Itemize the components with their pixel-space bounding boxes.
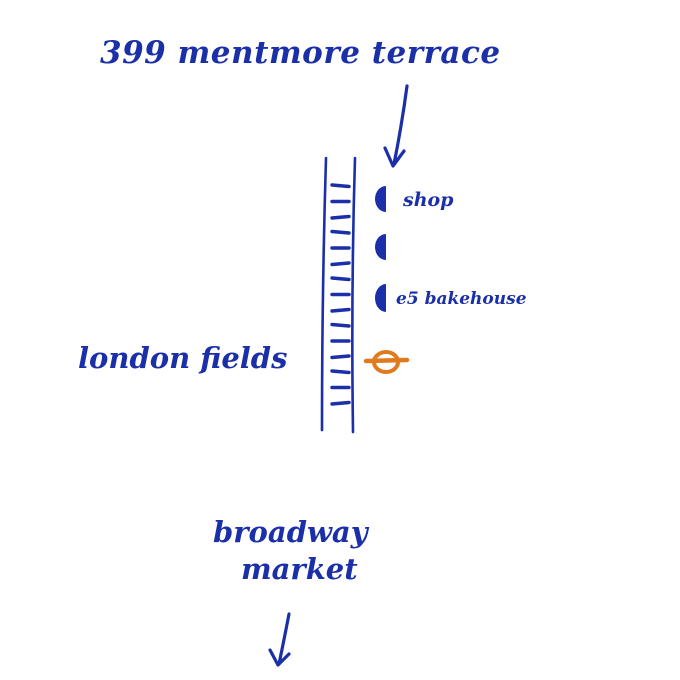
shop-label: shop [403,189,454,211]
market-label-line1: broadway [213,515,368,549]
railway-sleeper [330,214,351,220]
station-label: london fields [78,341,288,375]
market-arrow-icon [268,612,291,667]
railway-sleeper [330,276,351,282]
shop-marker-icon [375,186,386,212]
railway-sleeper [330,307,351,313]
destination-arrow-icon [383,84,409,168]
market-label: broadway market [213,518,368,584]
london-overground-roundel-icon [363,350,410,374]
destination-label: 399 mentmore terrace [100,35,501,71]
shop-marker-icon [375,234,386,260]
railway-sleeper [330,400,351,406]
railway-sleeper [330,261,351,267]
railway-sleeper [330,369,351,375]
shop-marker-icon [375,284,386,312]
railway-sleeper [330,322,351,328]
railway-track-icon [320,156,357,434]
market-label-line2: market [240,552,358,586]
railway-sleeper [330,354,351,360]
bakehouse-label: e5 bakehouse [396,289,527,309]
railway-sleeper [330,183,351,189]
railway-sleeper [330,229,351,235]
